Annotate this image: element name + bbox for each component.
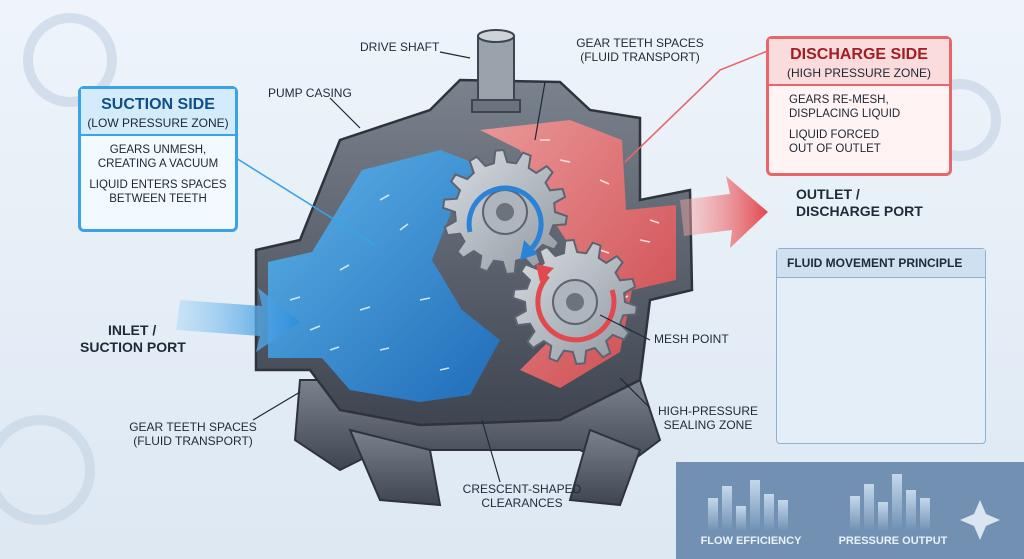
crescent-line1: CRESCENT-SHAPED bbox=[462, 482, 582, 496]
suction-item-1: GEARS UNMESH, CREATING A VACUUM bbox=[81, 136, 235, 171]
flow-arrows bbox=[289, 194, 450, 371]
suction-item-2-line1: LIQUID ENTERS SPACES bbox=[89, 179, 227, 191]
gear-bore bbox=[566, 293, 584, 311]
inlet-line2: SUCTION PORT bbox=[80, 339, 186, 355]
mesh-point-label: MESH POINT bbox=[654, 332, 729, 346]
inlet-line1: INLET / bbox=[108, 322, 157, 338]
gear-spaces-top-label: GEAR TEETH SPACES (FLUID TRANSPORT) bbox=[560, 36, 720, 64]
gear-spaces-top-line2: (FLUID TRANSPORT) bbox=[580, 50, 700, 64]
discharge-item-1-line2: DISPLACING LIQUID bbox=[789, 108, 901, 120]
suction-subtitle: (LOW PRESSURE ZONE) bbox=[87, 116, 229, 130]
outlet-line2: DISCHARGE PORT bbox=[796, 203, 923, 219]
flow-efficiency-label: FLOW EFFICIENCY bbox=[700, 535, 802, 547]
gear-spaces-top-line1: GEAR TEETH SPACES bbox=[576, 36, 704, 50]
discharge-item-1-line1: GEARS RE-MESH, bbox=[789, 94, 889, 106]
rotation-arrow-red-head bbox=[536, 264, 554, 282]
suction-header: SUCTION SIDE (LOW PRESSURE ZONE) bbox=[81, 89, 235, 136]
inlet-arrow bbox=[176, 288, 300, 352]
suction-item-1-line1: GEARS UNMESH, bbox=[109, 144, 207, 156]
gear-spaces-bottom-line1: GEAR TEETH SPACES bbox=[129, 420, 257, 434]
suction-item-2-line2: BETWEEN TEETH bbox=[109, 193, 207, 205]
crescent-label: CRESCENT-SHAPED CLEARANCES bbox=[452, 482, 592, 510]
discharge-item-1: GEARS RE-MESH, DISPLACING LIQUID bbox=[769, 86, 949, 121]
suction-title: SUCTION SIDE bbox=[101, 96, 215, 113]
sealing-zone-label: HIGH-PRESSURE SEALING ZONE bbox=[648, 404, 768, 432]
rotation-arrow-red-icon bbox=[535, 274, 617, 343]
gear-spaces-bottom-line2: (FLUID TRANSPORT) bbox=[133, 434, 253, 448]
fluid-movement-principle-panel: FLUID MOVEMENT PRINCIPLE bbox=[776, 248, 986, 444]
suction-item-1-line2: CREATING A VACUUM bbox=[97, 158, 219, 170]
drive-shaft-label: DRIVE SHAFT bbox=[360, 40, 440, 54]
discharge-title: DISCHARGE SIDE bbox=[790, 46, 928, 63]
inlet-label: INLET / SUCTION PORT bbox=[80, 322, 186, 356]
principle-title: FLUID MOVEMENT PRINCIPLE bbox=[777, 249, 985, 278]
metrics-panel bbox=[676, 462, 1024, 559]
drive-shaft bbox=[471, 29, 521, 113]
rotation-arrow-blue-icon bbox=[466, 185, 544, 252]
discharge-item-2-line2: OUT OF OUTLET bbox=[789, 143, 881, 155]
leader-lines bbox=[235, 49, 771, 483]
gear-spaces-bottom-label: GEAR TEETH SPACES (FLUID TRANSPORT) bbox=[118, 420, 268, 448]
pressure-output-label: PRESSURE OUTPUT bbox=[838, 535, 948, 547]
suction-side-panel: SUCTION SIDE (LOW PRESSURE ZONE) GEARS U… bbox=[78, 86, 238, 232]
discharge-header: DISCHARGE SIDE (HIGH PRESSURE ZONE) bbox=[769, 39, 949, 86]
discharge-subtitle: (HIGH PRESSURE ZONE) bbox=[786, 66, 931, 80]
suction-fluid bbox=[268, 150, 500, 402]
gear-bore bbox=[496, 203, 514, 221]
sealing-line1: HIGH-PRESSURE bbox=[657, 404, 758, 418]
rotation-arrow-blue-head bbox=[520, 240, 538, 260]
outlet-line1: OUTLET / bbox=[796, 186, 860, 202]
outlet-arrow bbox=[680, 176, 768, 248]
discharge-item-2-line1: LIQUID FORCED bbox=[789, 129, 880, 141]
suction-item-2: LIQUID ENTERS SPACES BETWEEN TEETH bbox=[81, 171, 235, 206]
sealing-line2: SEALING ZONE bbox=[663, 418, 753, 432]
pump-casing-label: PUMP CASING bbox=[268, 86, 352, 100]
crescent-line2: CLEARANCES bbox=[481, 496, 563, 510]
discharge-item-2: LIQUID FORCED OUT OF OUTLET bbox=[769, 121, 949, 156]
outlet-label: OUTLET / DISCHARGE PORT bbox=[796, 186, 923, 220]
discharge-side-panel: DISCHARGE SIDE (HIGH PRESSURE ZONE) GEAR… bbox=[766, 36, 952, 176]
